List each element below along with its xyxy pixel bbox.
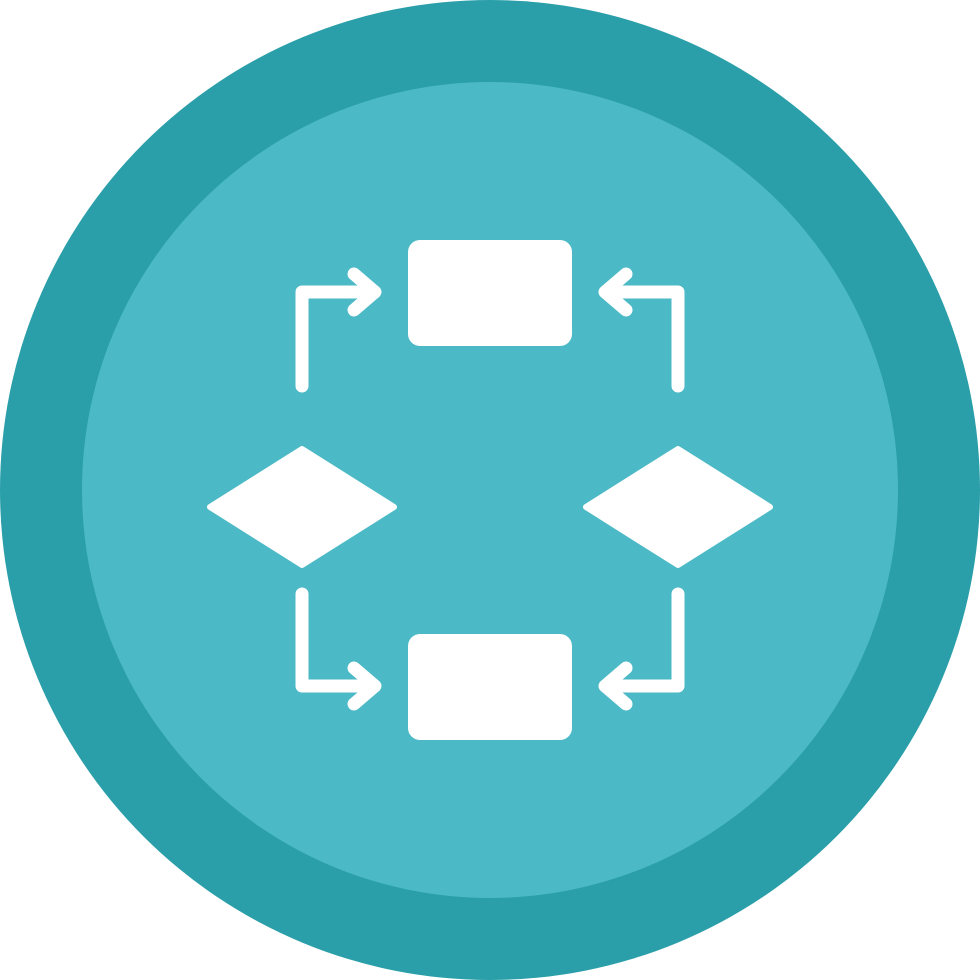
flowchart-glyph bbox=[207, 240, 773, 740]
left-decision-diamond bbox=[207, 446, 397, 568]
arrow-left-diamond-to-top-box-icon bbox=[295, 267, 382, 393]
arrow-right-diamond-to-bottom-box-icon bbox=[598, 587, 685, 711]
top-process-box bbox=[408, 240, 572, 346]
arrow-left-diamond-to-bottom-box-icon bbox=[295, 587, 382, 711]
inner-circle-disc bbox=[82, 82, 898, 898]
bottom-process-box bbox=[408, 634, 572, 740]
arrow-right-diamond-to-top-box-icon bbox=[598, 267, 685, 393]
right-decision-diamond bbox=[583, 446, 773, 568]
